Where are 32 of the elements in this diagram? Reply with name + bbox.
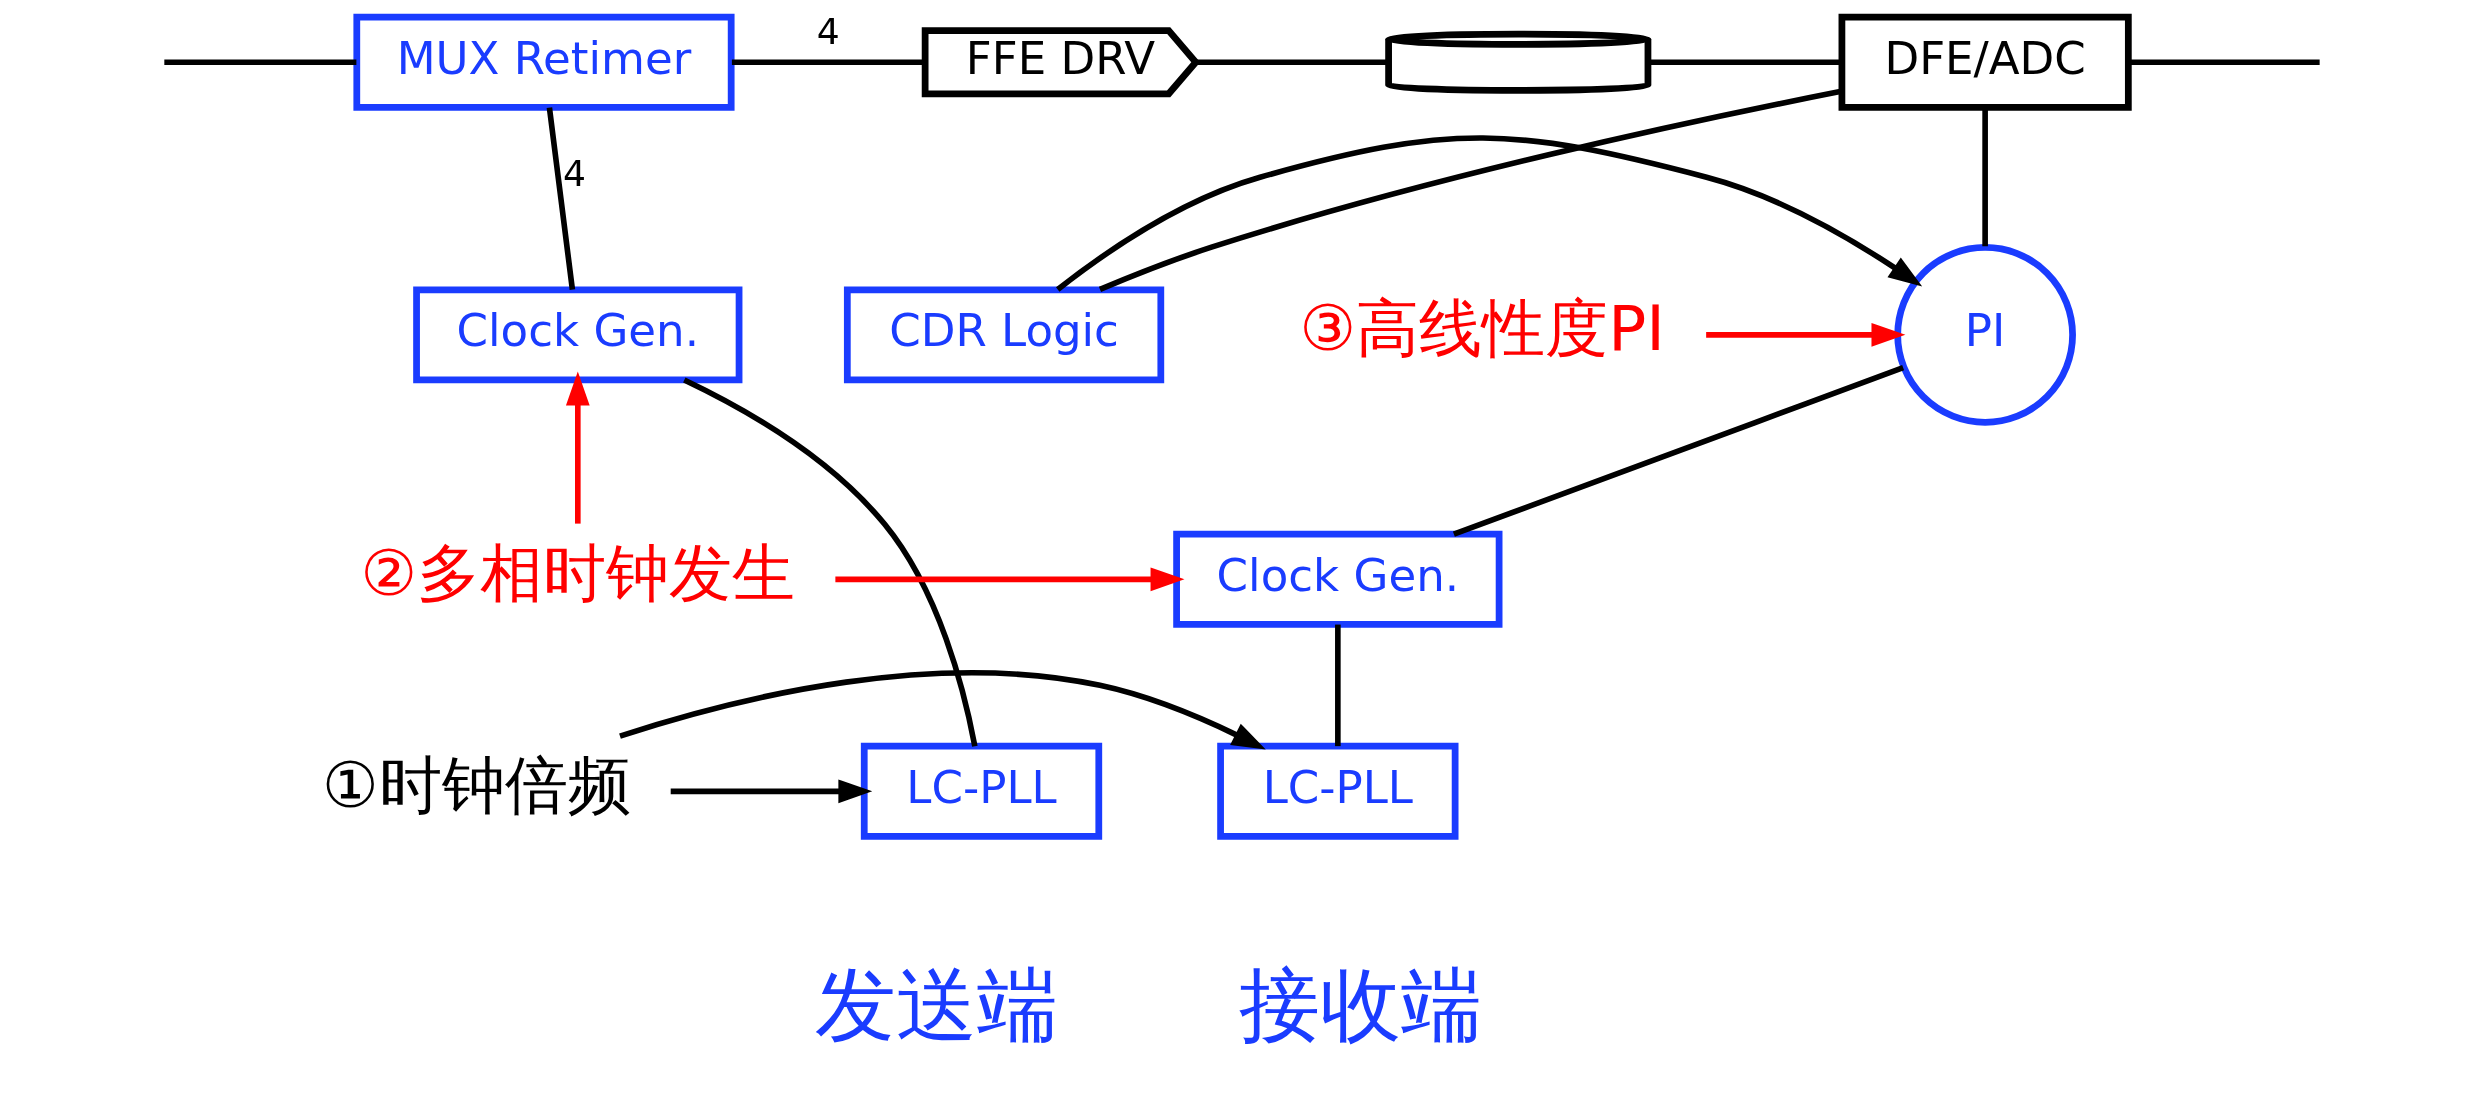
connector [546,107,576,290]
node-text: ①时钟倍频 [322,747,631,822]
node-box: LC-PLL [1217,742,1459,840]
connector [1452,364,1905,537]
node-box: Clock Gen. [413,286,743,384]
connector [1098,88,1842,292]
arrow [835,567,1185,592]
arrow [1706,323,1906,347]
label: 发送端 [814,958,1058,1053]
node-box: DFE/ADC [1838,13,2132,111]
arrow [619,669,1266,750]
arrow [670,779,873,804]
node-text: ②多相时钟发生 [360,535,796,610]
node-box: Clock Gen. [1173,530,1503,628]
connector [731,59,925,66]
edge-label: 4 [562,152,586,195]
node-box: CDR Logic [843,286,1165,384]
edge-label: 4 [816,10,840,53]
connector [1335,624,1341,747]
node-box: LC-PLL [860,742,1103,840]
node-text: ③高线性度PI [1299,291,1665,366]
connector [1982,107,1988,247]
connector [164,59,357,66]
node-box: MUX Retimer [353,13,735,111]
arrow [1056,135,1923,292]
arrow [565,371,590,524]
connector [2128,59,2320,66]
node-circle: PI [1894,244,2076,426]
connector [683,377,978,747]
connector [1196,59,1389,66]
label: 接收端 [1238,958,1482,1053]
connector [1648,59,1842,66]
